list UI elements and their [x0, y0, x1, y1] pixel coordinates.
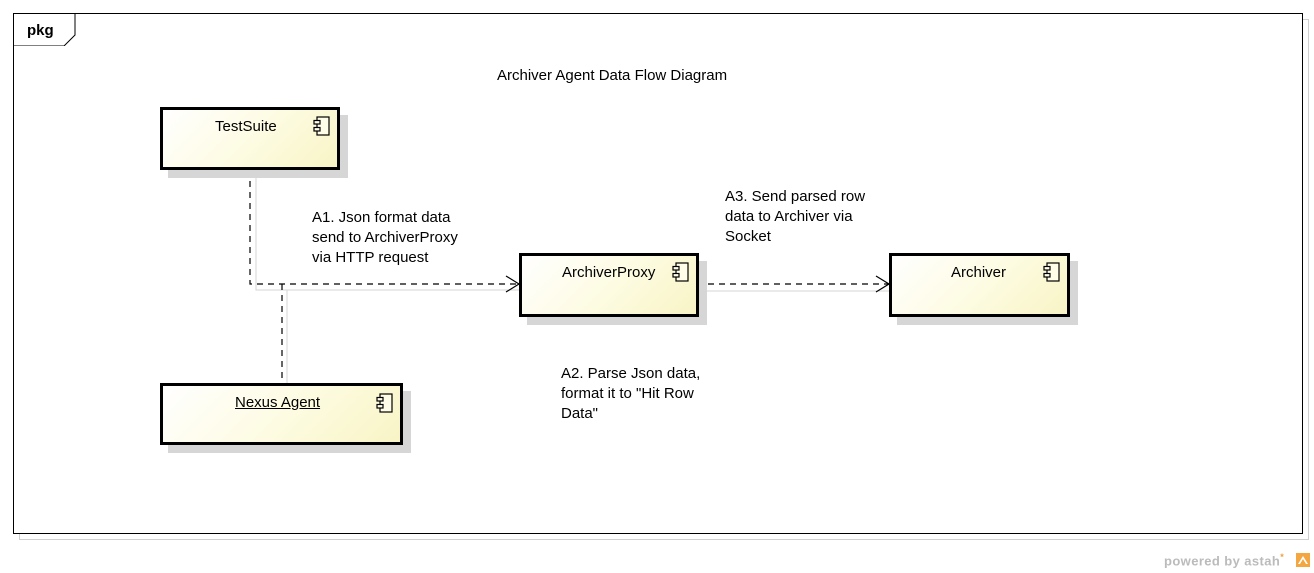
- powered-by-label: powered by astah: [1164, 553, 1281, 569]
- component-nexus-agent[interactable]: Nexus Agent: [160, 383, 403, 445]
- diagram-title: Archiver Agent Data Flow Diagram: [497, 67, 728, 84]
- component-archiver[interactable]: Archiver: [889, 253, 1070, 317]
- dependency-testsuite-to-proxy: [249, 170, 519, 285]
- powered-by-mark: *: [1280, 552, 1285, 562]
- component-icon: [672, 262, 689, 282]
- component-archiver-proxy[interactable]: ArchiverProxy: [519, 253, 699, 317]
- frame-tab-outline: [14, 14, 76, 46]
- component-name-archiver: Archiver: [951, 264, 1007, 281]
- note-a1: A1. Json format data send to ArchiverPro…: [312, 209, 458, 266]
- note-a3: A3. Send parsed row data to Archiver via…: [725, 188, 866, 245]
- astah-logo-icon: [1296, 553, 1310, 567]
- component-icon: [313, 116, 330, 136]
- powered-by-text: powered by astah*: [1164, 552, 1284, 568]
- frame-tab: pkg: [14, 14, 76, 46]
- frame-label: pkg: [27, 22, 54, 39]
- component-name-testsuite: TestSuite: [215, 118, 277, 135]
- note-a2: A2. Parse Json data, format it to "Hit R…: [561, 365, 701, 422]
- component-name-nexus-agent: Nexus Agent: [235, 394, 321, 411]
- component-testsuite[interactable]: TestSuite: [160, 107, 340, 170]
- component-name-archiver-proxy: ArchiverProxy: [562, 264, 656, 281]
- component-icon: [376, 393, 393, 413]
- component-icon: [1043, 262, 1060, 282]
- package-frame: pkg: [13, 13, 1303, 534]
